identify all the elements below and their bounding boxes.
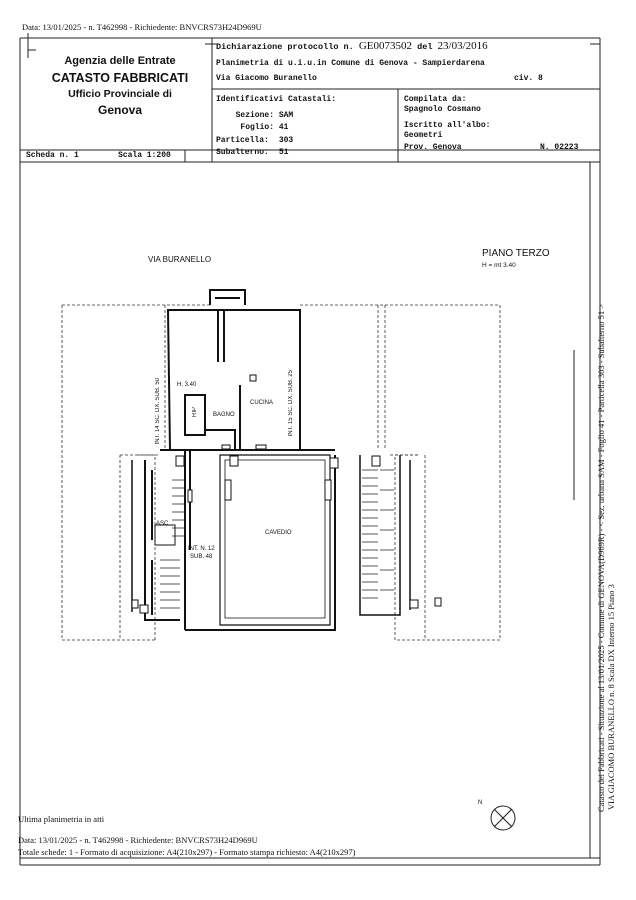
floor-height: H = mt 3.40 (482, 262, 516, 269)
sub48-label: SUB. 48 (190, 554, 213, 560)
planimetria-line: Planimetria di u.i.u.in Comune di Genova… (216, 59, 485, 68)
street-label: VIA BURANELLO (148, 255, 212, 264)
address-line: Via Giacomo Buranello (216, 74, 317, 83)
compilata-block: Compilata da: Spagnolo Cosmano Iscritto … (404, 95, 490, 141)
room-rip: RIP (192, 407, 198, 418)
footer-totale: Totale schede: 1 - Formato di acquisizio… (18, 847, 356, 857)
ufficio-label: Ufficio Provinciale di (68, 88, 172, 100)
agency-name: Agenzia delle Entrate (64, 55, 176, 67)
declaration-line: Dichiarazione protocollo n. GE0073502 de… (216, 40, 488, 52)
scala-label: Scala 1:200 (118, 151, 171, 160)
footer-data-line: Data: 13/01/2025 - n. T462998 - Richiede… (18, 835, 258, 845)
registration-number: N. 02223 (540, 143, 579, 152)
declaration-date: 23/03/2016 (437, 40, 488, 52)
scheda-label: Scheda n. 1 (26, 151, 79, 160)
sezione-label: Sezione: (235, 111, 274, 120)
sezione-value: SAM (278, 111, 294, 120)
subalterno-label: Subalterno: (216, 147, 269, 157)
protocol-number: GE0073502 (358, 40, 413, 52)
declaration-prefix: Dichiarazione protocollo n. (216, 42, 354, 52)
compilata-name: Spagnolo Cosmano (404, 105, 481, 114)
int15-label: INT. 15 SC. DX. SUB. 25 (288, 370, 294, 437)
side-address-text: VIA GIACOMO BURANELLO n. 8 Scala DX Inte… (606, 584, 616, 810)
particella-label: Particella: (216, 135, 269, 145)
floor-label: PIANO TERZO (482, 248, 550, 259)
catasto-title: CATASTO FABBRICATI (51, 71, 189, 85)
int12-label: INT. N. 12 (188, 546, 215, 552)
particella-value: 303 (278, 135, 294, 145)
north-label: N (478, 800, 483, 806)
identificativi-values: Sezione: SAM Foglio: 41 Particella: 303 … (216, 110, 293, 159)
int14-label: INT. 14 SC. DX. SUB. 50 (155, 378, 161, 445)
compilata-title: Compilata da: (404, 95, 467, 104)
identificativi-title: Identificativi Catastali: (216, 95, 337, 104)
foglio-value: 41 (278, 123, 289, 133)
side-situation-text: Catasto dei Fabbricati - Situazione al 1… (596, 303, 606, 812)
prov-label: Prov. Genova (404, 143, 462, 152)
city-name: Genova (97, 103, 142, 117)
foglio-label: Foglio: (240, 123, 274, 133)
room-asc: ASC (156, 521, 169, 527)
iscritto-label: Iscritto all'albo: (404, 121, 491, 130)
room-cucina: CUCINA (250, 400, 274, 406)
albo-value: Geometri (404, 131, 443, 140)
top-request-line: Data: 13/01/2025 - n. T462998 - Richiede… (22, 22, 262, 32)
subalterno-value: 51 (278, 147, 289, 157)
ultima-planimetria: Ultima planimetria in atti (18, 814, 105, 824)
civic-number: civ. 8 (514, 74, 543, 83)
room-height: H. 3.40 (177, 382, 197, 388)
declaration-del: del (417, 42, 433, 52)
room-bagno: BAGNO (213, 412, 235, 418)
room-cavedio: CAVEDIO (265, 530, 292, 536)
